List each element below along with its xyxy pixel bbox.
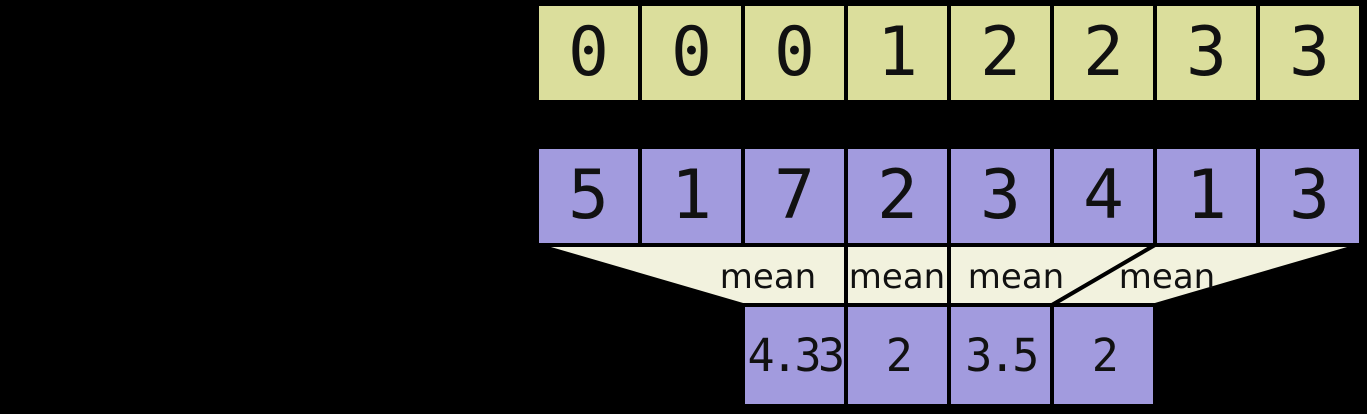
mean-operation-label-2: mean xyxy=(967,257,1065,297)
segment-id-cell-5: 2 xyxy=(1050,2,1157,104)
data-cell-0: 5 xyxy=(535,145,642,247)
mean-operation-label-3: mean xyxy=(1118,257,1216,297)
data-cell-6: 1 xyxy=(1153,145,1260,247)
data-cell-5: 4 xyxy=(1050,145,1157,247)
segment-id-cell-3: 1 xyxy=(844,2,951,104)
data-row: 5 1 7 2 3 4 1 3 xyxy=(535,145,1363,247)
data-cell-3: 2 xyxy=(844,145,951,247)
segment-id-cell-0: 0 xyxy=(535,2,642,104)
data-cell-7: 3 xyxy=(1256,145,1363,247)
segment-id-cell-6: 3 xyxy=(1153,2,1260,104)
segment-id-cell-7: 3 xyxy=(1256,2,1363,104)
output-cell-0: 4.33 xyxy=(741,303,848,408)
segment-id-cell-2: 0 xyxy=(741,2,848,104)
mean-operation-label-0: mean xyxy=(719,257,817,297)
data-cell-2: 7 xyxy=(741,145,848,247)
segment-id-cell-1: 0 xyxy=(638,2,745,104)
output-cell-1: 2 xyxy=(844,303,951,408)
mean-operation-label-1: mean xyxy=(848,257,946,297)
output-cell-2: 3.5 xyxy=(947,303,1054,408)
data-cell-4: 3 xyxy=(947,145,1054,247)
data-cell-1: 1 xyxy=(638,145,745,247)
segment-ids-row: 0 0 0 1 2 2 3 3 xyxy=(535,2,1363,104)
output-cell-3: 2 xyxy=(1050,303,1157,408)
segment-id-cell-4: 2 xyxy=(947,2,1054,104)
output-row: 4.33 2 3.5 2 xyxy=(741,303,1157,408)
